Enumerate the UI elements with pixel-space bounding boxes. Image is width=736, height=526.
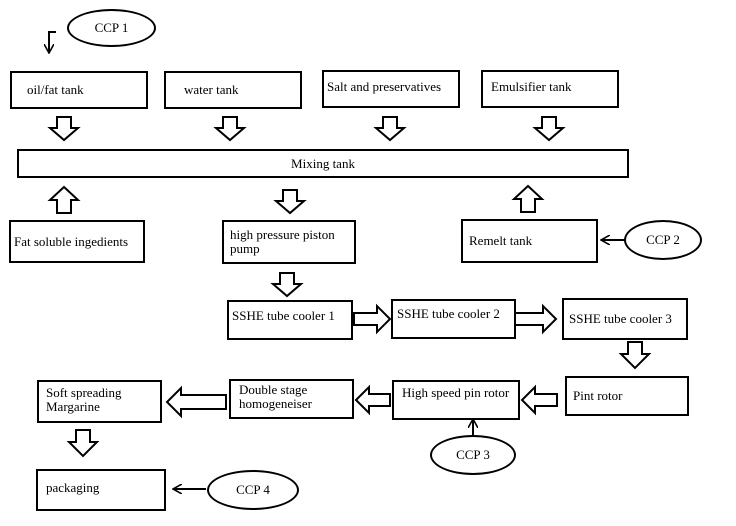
arrow-pint-to-pinrotor	[520, 384, 558, 416]
ccp4-ellipse: CCP 4	[207, 470, 299, 510]
fat-soluble-box: Fat soluble ingedients	[9, 220, 145, 263]
double-stage-homogeniser-box: Double stage homogeneiser	[229, 379, 354, 419]
remelt-tank-box: Remelt tank	[461, 219, 598, 263]
oil-fat-tank-box: oil/fat tank	[10, 71, 148, 109]
pint-rotor-box: Pint rotor	[565, 376, 689, 416]
sshe-3-box: SSHE tube cooler 3	[562, 298, 688, 340]
ccp3-ellipse: CCP 3	[430, 435, 516, 475]
fat-soluble-label: Fat soluble ingedients	[14, 233, 129, 249]
arrow-salt-to-mixing	[373, 116, 407, 142]
soft-spreading-margarine-label: Soft spreading Margarine	[46, 385, 122, 414]
packaging-box: packaging	[36, 469, 166, 511]
sshe-2-box: SSHE tube cooler 2	[391, 299, 516, 339]
salt-preservatives-box: Salt and preservatives	[322, 70, 460, 108]
mixing-tank-box: Mixing tank	[17, 149, 629, 178]
sshe-1-label: SSHE tube cooler 1	[232, 308, 335, 323]
arrow-oil-to-mixing	[47, 116, 81, 142]
sshe-1-box: SSHE tube cooler 1	[227, 300, 353, 340]
water-tank-box: water tank	[164, 71, 302, 109]
water-tank-label: water tank	[184, 82, 239, 97]
arrow-fat-soluble-to-mixing	[47, 185, 81, 214]
arrow-remelt-to-mixing	[511, 184, 545, 213]
ccp1-ellipse: CCP 1	[67, 9, 156, 47]
arrow-homogeniser-to-margarine	[165, 385, 227, 419]
mixing-tank-label: Mixing tank	[291, 155, 355, 171]
high-speed-pin-rotor-label: High speed pin rotor	[402, 385, 510, 400]
emulsifier-tank-label: Emulsifier tank	[491, 79, 572, 94]
salt-preservatives-label: Salt and preservatives	[327, 79, 442, 94]
hp-piston-pump-box: high pressure piston pump	[222, 220, 356, 264]
remelt-tank-label: Remelt tank	[469, 233, 533, 248]
arrow-margarine-to-packaging	[66, 429, 100, 458]
double-stage-homogeniser-label: Double stage homogeneiser	[239, 382, 312, 411]
packaging-label: packaging	[46, 480, 100, 495]
oil-fat-tank-label: oil/fat tank	[27, 82, 84, 97]
arrow-pump-to-sshe1	[270, 272, 304, 298]
arrow-mixing-to-pump	[273, 189, 307, 215]
arrow-sshe1-to-sshe2	[353, 303, 392, 335]
soft-spreading-margarine-box: Soft spreading Margarine	[37, 380, 162, 423]
pint-rotor-label: Pint rotor	[573, 388, 623, 403]
hp-piston-pump-label: high pressure piston pump	[230, 227, 335, 256]
arrow-pinrotor-to-homogeniser	[354, 384, 391, 416]
sshe-2-label: SSHE tube cooler 2	[397, 306, 500, 321]
emulsifier-tank-box: Emulsifier tank	[481, 70, 619, 108]
arrow-emulsifier-to-mixing	[532, 116, 566, 142]
ccp2-ellipse: CCP 2	[624, 220, 702, 260]
arrow-ccp1	[49, 31, 56, 52]
arrow-sshe3-to-pint	[618, 341, 652, 370]
arrow-sshe2-to-sshe3	[514, 303, 558, 335]
sshe-3-label: SSHE tube cooler 3	[569, 311, 672, 326]
arrow-water-to-mixing	[213, 116, 247, 142]
high-speed-pin-rotor-box: High speed pin rotor	[392, 380, 520, 420]
